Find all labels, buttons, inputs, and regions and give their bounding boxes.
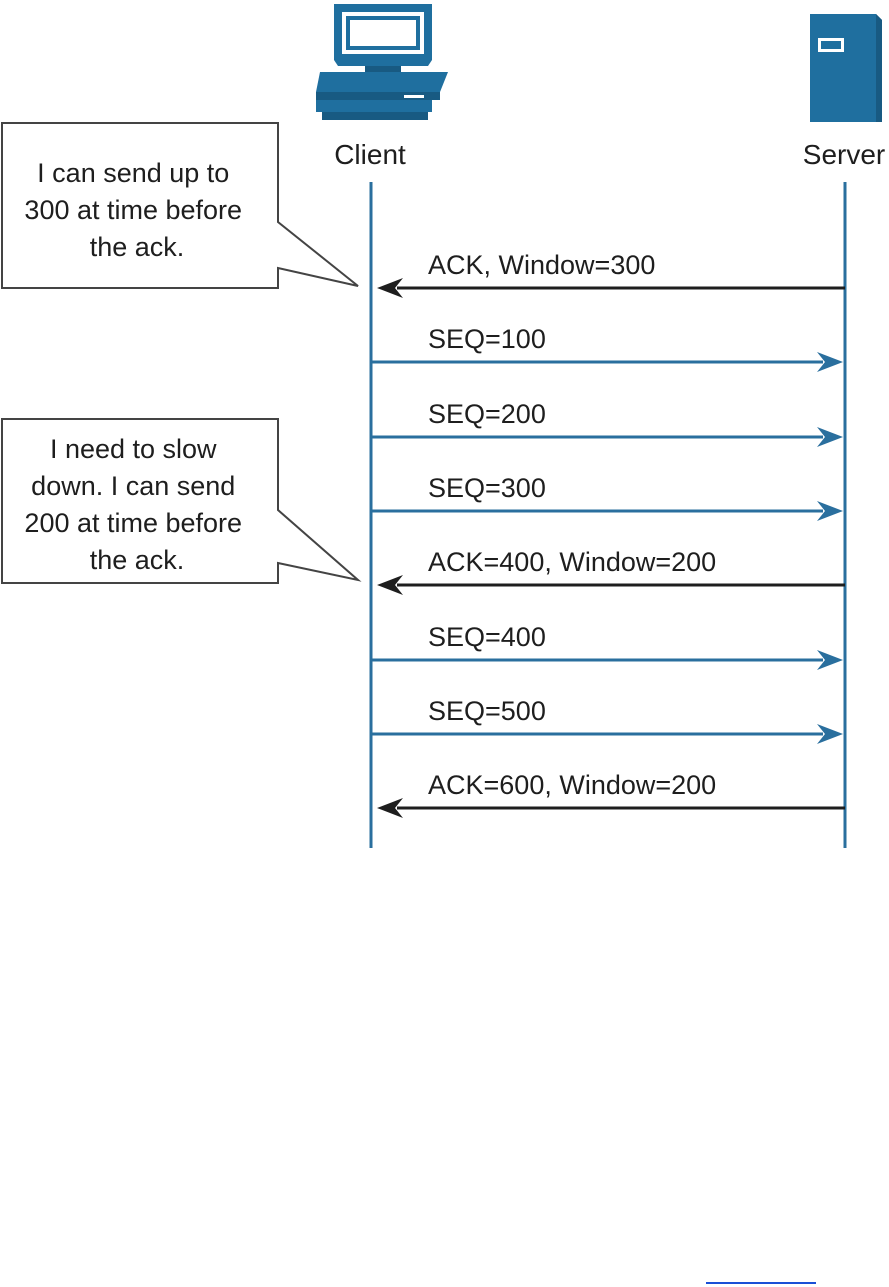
- message-label: SEQ=500: [428, 696, 546, 726]
- message-arrow: SEQ=100: [371, 324, 843, 372]
- note-line: I need to slow: [50, 434, 217, 464]
- message-label: SEQ=300: [428, 473, 546, 503]
- note-line: I can send up to: [37, 158, 229, 188]
- note-line: down. I can send: [31, 471, 235, 501]
- message-arrow: ACK=400, Window=200: [377, 547, 845, 595]
- note-line: 200 at time before: [24, 508, 242, 538]
- note-line: the ack.: [90, 232, 185, 262]
- message-label: ACK, Window=300: [428, 250, 655, 280]
- arrowhead: [817, 427, 843, 447]
- message-label: SEQ=400: [428, 622, 546, 652]
- svg-text:I need to slow down. I c: I need to slow down. I can send 200 at t…: [24, 434, 249, 575]
- message-arrow: ACK, Window=300: [377, 250, 845, 298]
- message-list: ACK, Window=300SEQ=100SEQ=200SEQ=300ACK=…: [371, 250, 845, 818]
- message-arrow: SEQ=300: [371, 473, 843, 521]
- arrowhead: [817, 724, 843, 744]
- message-label: SEQ=100: [428, 324, 546, 354]
- note-line: the ack.: [90, 545, 185, 575]
- desktop-computer-icon: [316, 4, 448, 120]
- tower-server-icon: [810, 14, 882, 122]
- arrowhead: [817, 352, 843, 372]
- message-arrow: SEQ=400: [371, 622, 843, 670]
- note-callout: I can send up to 300 at time before the …: [1, 122, 359, 289]
- server-label: Server: [803, 139, 885, 170]
- message-arrow: ACK=600, Window=200: [377, 770, 845, 818]
- message-arrow: SEQ=200: [371, 399, 843, 447]
- arrowhead: [377, 278, 403, 298]
- message-arrow: SEQ=500: [371, 696, 843, 744]
- arrowhead: [377, 575, 403, 595]
- arrowhead: [377, 798, 403, 818]
- message-label: ACK=600, Window=200: [428, 770, 716, 800]
- message-label: ACK=400, Window=200: [428, 547, 716, 577]
- page-link[interactable]: [706, 1262, 816, 1284]
- note-callout: I need to slow down. I can send 200 at t…: [1, 418, 362, 584]
- note-line: 300 at time before: [24, 195, 242, 225]
- arrowhead: [817, 650, 843, 670]
- arrowhead: [817, 501, 843, 521]
- client-label: Client: [334, 139, 406, 170]
- svg-text:I can send up to 300 at: I can send up to 300 at time before the …: [24, 158, 249, 262]
- message-label: SEQ=200: [428, 399, 546, 429]
